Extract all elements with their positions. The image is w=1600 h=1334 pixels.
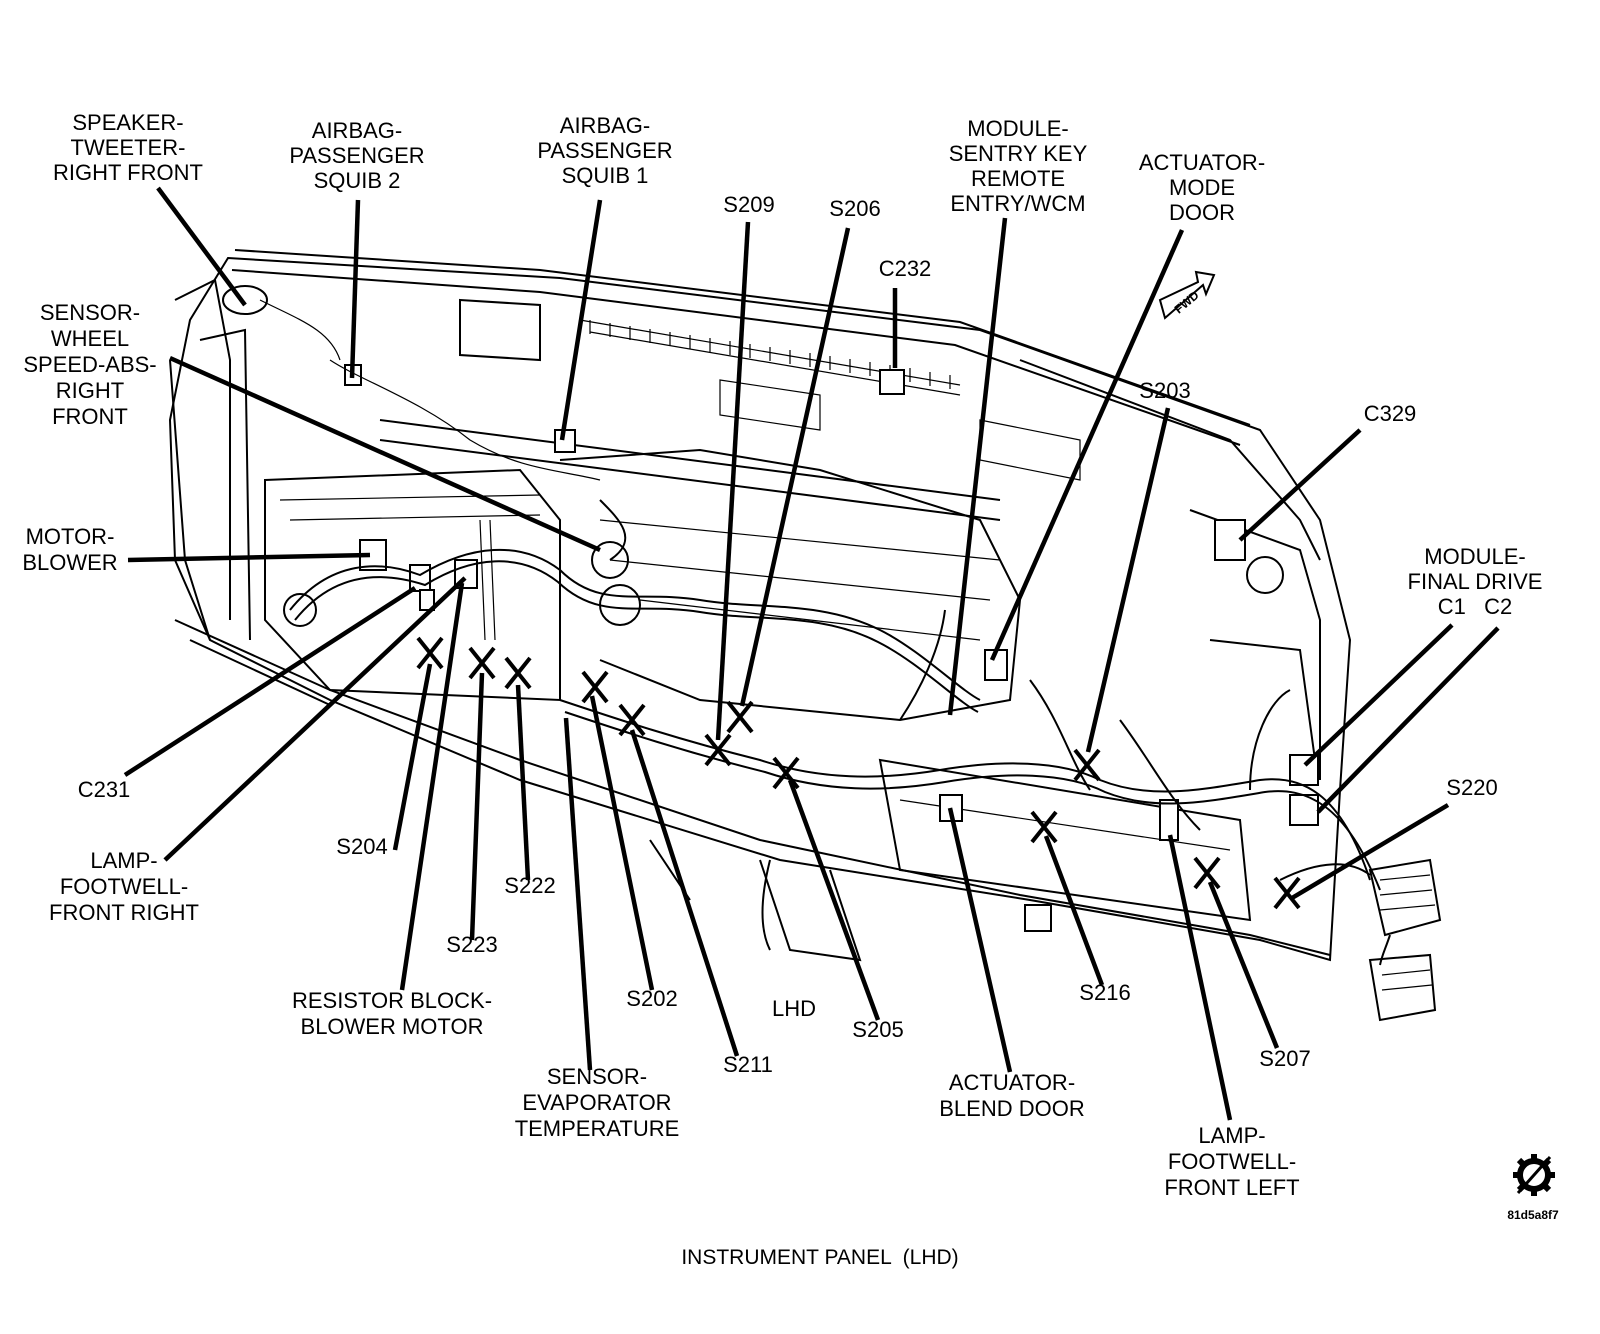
svg-text:C1 C2: C1 C2 [1438, 594, 1513, 619]
splice-x-s220 [1273, 876, 1301, 910]
splice-x-s211 [618, 703, 646, 737]
label-lamp-footwell-front-right: LAMP- FOOTWELL- FRONT RIGHT [49, 848, 199, 925]
svg-text:BLOWER MOTOR: BLOWER MOTOR [301, 1014, 484, 1039]
svg-text:FOOTWELL-: FOOTWELL- [1168, 1149, 1296, 1174]
splice-x-s204 [416, 636, 444, 670]
svg-text:TEMPERATURE: TEMPERATURE [515, 1116, 680, 1141]
label-speaker-tweeter-right-front: SPEAKER- TWEETER- RIGHT FRONT [53, 110, 203, 185]
label-actuator-mode-door: ACTUATOR- MODE DOOR [1139, 150, 1265, 225]
svg-text:TWEETER-: TWEETER- [71, 135, 186, 160]
svg-text:RESISTOR BLOCK-: RESISTOR BLOCK- [292, 988, 492, 1013]
svg-text:BLEND DOOR: BLEND DOOR [939, 1096, 1084, 1121]
leader-lines [123, 186, 1500, 1121]
svg-text:LAMP-: LAMP- [90, 848, 157, 873]
svg-text:FRONT LEFT: FRONT LEFT [1164, 1175, 1299, 1200]
svg-text:MOTOR-: MOTOR- [26, 524, 115, 549]
image-code: 81d5a8f7 [1507, 1208, 1559, 1222]
svg-text:AIRBAG-: AIRBAG- [560, 113, 650, 138]
svg-text:SENSOR-: SENSOR- [547, 1064, 647, 1089]
svg-text:ENTRY/WCM: ENTRY/WCM [950, 191, 1085, 216]
svg-text:SQUIB 1: SQUIB 1 [562, 163, 649, 188]
svg-text:SPEED-ABS-: SPEED-ABS- [23, 352, 156, 377]
svg-text:SPEAKER-: SPEAKER- [72, 110, 183, 135]
svg-text:MODULE-: MODULE- [967, 116, 1068, 141]
splice-x-s203 [1073, 748, 1101, 782]
svg-text:FOOTWELL-: FOOTWELL- [60, 874, 188, 899]
label-c329: C329 [1364, 401, 1417, 426]
label-resistor-block-blower-motor: RESISTOR BLOCK- BLOWER MOTOR [292, 988, 492, 1039]
label-c232: C232 [879, 256, 932, 281]
label-s205: S205 [852, 1017, 903, 1042]
splice-x-s202 [581, 670, 609, 704]
svg-text:ACTUATOR-: ACTUATOR- [949, 1070, 1075, 1095]
splice-x-s205 [772, 756, 800, 790]
diagram-caption: INSTRUMENT PANEL (LHD) [681, 1246, 958, 1269]
label-sensor-evaporator-temperature: SENSOR- EVAPORATOR TEMPERATURE [515, 1064, 680, 1141]
label-lhd: LHD [772, 996, 816, 1021]
label-actuator-blend-door: ACTUATOR- BLEND DOOR [939, 1070, 1084, 1121]
label-s216: S216 [1079, 980, 1130, 1005]
svg-text:MODULE-: MODULE- [1424, 544, 1525, 569]
svg-text:FRONT RIGHT: FRONT RIGHT [49, 900, 199, 925]
label-s209: S209 [723, 192, 774, 217]
label-s203: S203 [1139, 378, 1190, 403]
splice-markers [416, 636, 1301, 910]
label-s202: S202 [626, 986, 677, 1011]
splice-x-s207 [1193, 856, 1221, 890]
label-lamp-footwell-front-left: LAMP- FOOTWELL- FRONT LEFT [1164, 1123, 1299, 1200]
svg-text:SENSOR-: SENSOR- [40, 300, 140, 325]
svg-text:BLOWER: BLOWER [22, 550, 117, 575]
label-sensor-wheel-speed-abs-right-front: SENSOR- WHEEL SPEED-ABS- RIGHT FRONT [23, 300, 156, 429]
label-s222: S222 [504, 873, 555, 898]
label-s220: S220 [1446, 775, 1497, 800]
instrument-panel-drawing [168, 249, 1442, 1022]
svg-text:RIGHT FRONT: RIGHT FRONT [53, 160, 203, 185]
svg-text:DOOR: DOOR [1169, 200, 1235, 225]
splice-x-s209 [704, 733, 732, 767]
svg-text:REMOTE: REMOTE [971, 166, 1065, 191]
svg-text:PASSENGER: PASSENGER [537, 138, 672, 163]
label-module-final-drive: MODULE- FINAL DRIVE C1 C2 [1408, 544, 1543, 619]
svg-text:FINAL DRIVE: FINAL DRIVE [1408, 569, 1543, 594]
svg-text:LAMP-: LAMP- [1198, 1123, 1265, 1148]
splice-x-s222 [504, 656, 532, 690]
label-airbag-passenger-squib-2: AIRBAG- PASSENGER SQUIB 2 [289, 118, 424, 193]
label-s204: S204 [336, 834, 387, 859]
svg-text:PASSENGER: PASSENGER [289, 143, 424, 168]
svg-text:EVAPORATOR: EVAPORATOR [522, 1090, 671, 1115]
label-motor-blower: MOTOR- BLOWER [22, 524, 117, 575]
splice-x-s223 [468, 646, 496, 680]
svg-text:SENTRY KEY: SENTRY KEY [949, 141, 1088, 166]
svg-text:FRONT: FRONT [52, 404, 128, 429]
label-s211: S211 [723, 1052, 773, 1077]
label-module-sentry-key-remote-entry-wcm: MODULE- SENTRY KEY REMOTE ENTRY/WCM [949, 116, 1088, 216]
label-s206: S206 [829, 196, 880, 221]
svg-text:WHEEL: WHEEL [51, 326, 129, 351]
svg-text:RIGHT: RIGHT [56, 378, 124, 403]
label-s207: S207 [1259, 1046, 1310, 1071]
gear-icon [1513, 1154, 1555, 1196]
splice-x-s206 [726, 700, 754, 734]
label-airbag-passenger-squib-1: AIRBAG- PASSENGER SQUIB 1 [537, 113, 672, 188]
label-c231: C231 [78, 777, 131, 802]
splice-x-s216 [1030, 810, 1058, 844]
svg-text:MODE: MODE [1169, 175, 1235, 200]
label-s223: S223 [446, 932, 497, 957]
svg-text:ACTUATOR-: ACTUATOR- [1139, 150, 1265, 175]
svg-text:AIRBAG-: AIRBAG- [312, 118, 402, 143]
svg-text:SQUIB 2: SQUIB 2 [314, 168, 401, 193]
